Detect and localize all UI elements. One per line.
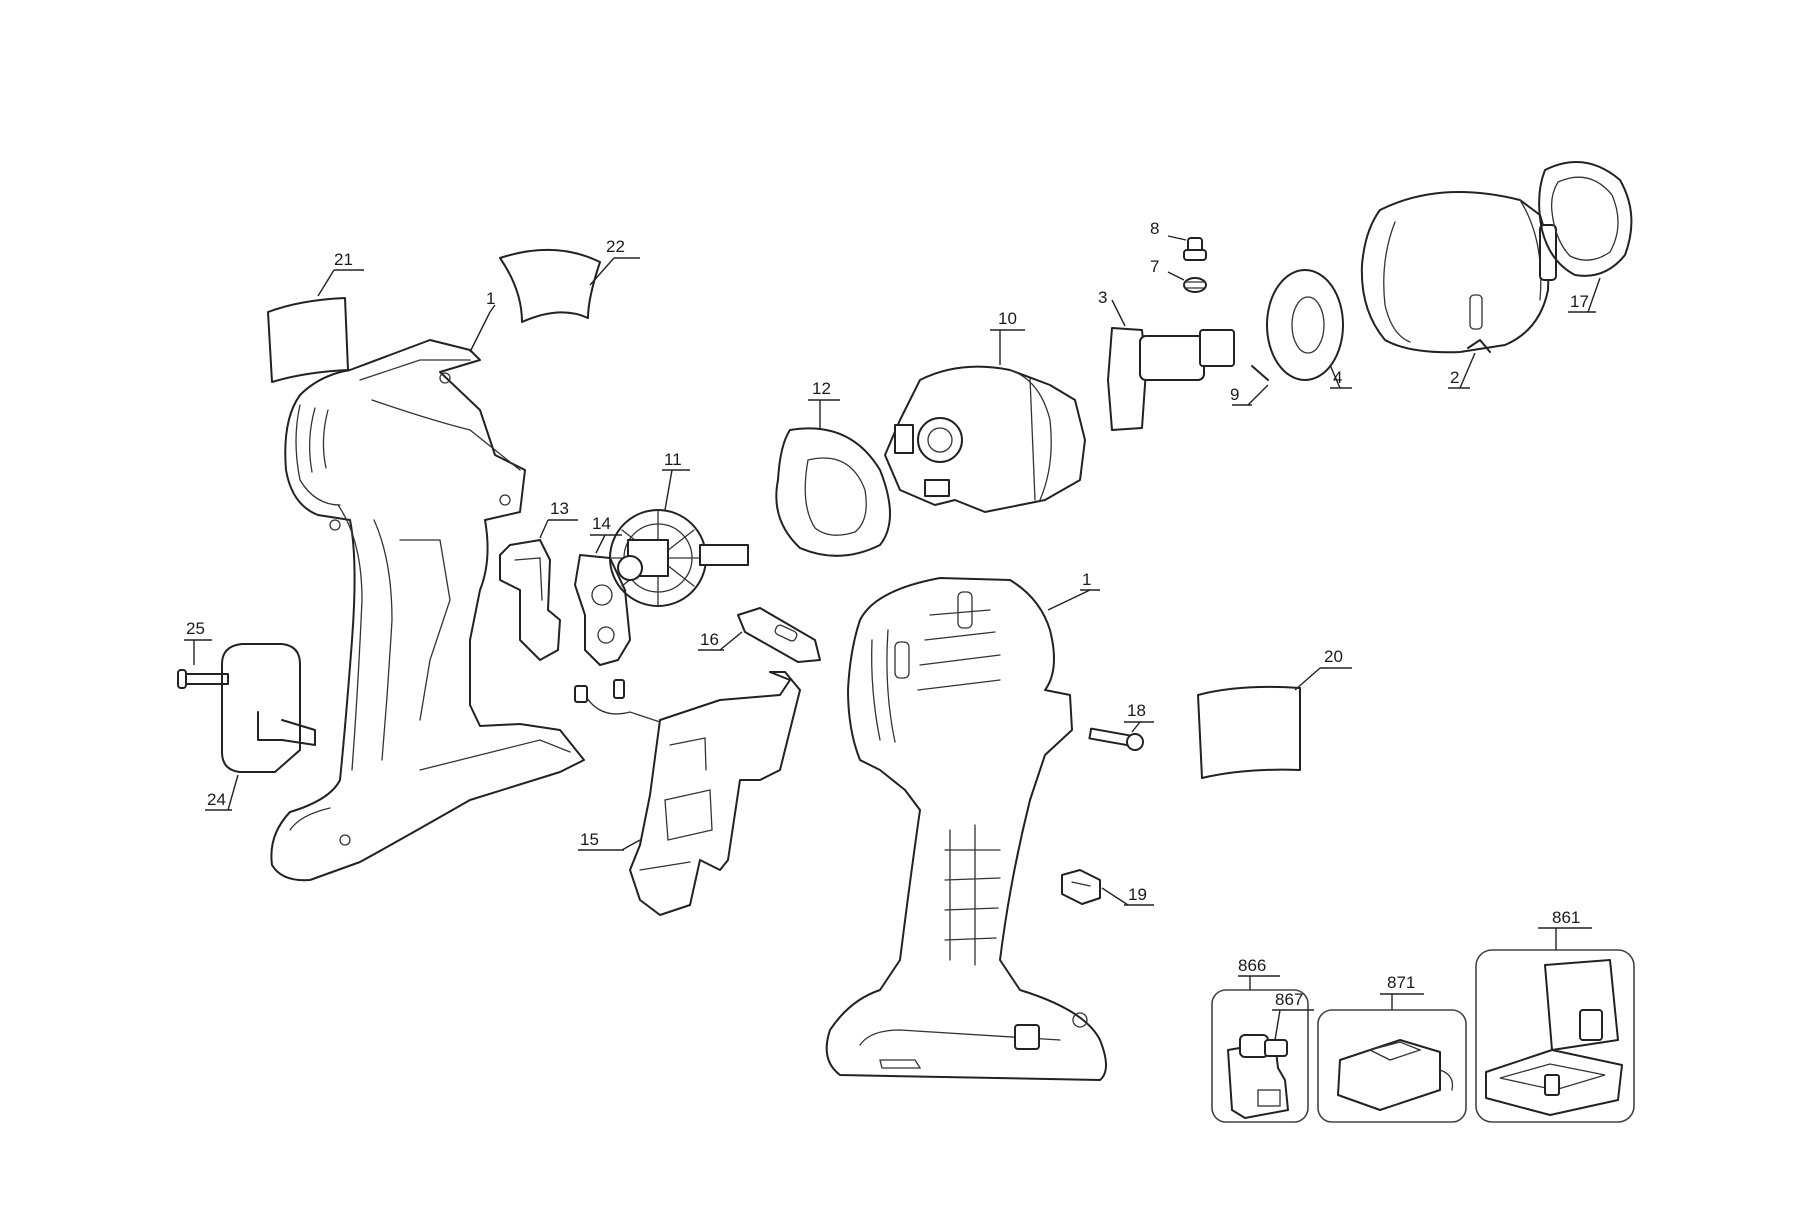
part-25-screw[interactable] [177,639,229,689]
label-867: 867 [1275,990,1303,1009]
part-11-armature[interactable] [609,469,749,607]
label-24: 24 [207,790,226,809]
label-1-right: 1 [1082,570,1091,589]
label-13: 13 [550,499,569,518]
part-19-terminal-block[interactable] [1061,869,1154,906]
part-13-brush-holder[interactable] [499,519,578,661]
label-19: 19 [1128,885,1147,904]
part-3-anvil[interactable] [1107,299,1235,431]
label-1-top: 1 [486,289,495,308]
label-21: 21 [334,250,353,269]
kit-867-battery-cap[interactable] [1264,1009,1314,1057]
label-17: 17 [1570,292,1589,311]
label-4: 4 [1333,368,1342,387]
label-20: 20 [1324,647,1343,666]
part-18-screw[interactable] [1088,721,1154,751]
label-18: 18 [1127,701,1146,720]
part-1-left-housing[interactable] [270,304,585,882]
label-10: 10 [998,309,1017,328]
label-9: 9 [1230,385,1239,404]
part-16-switch-link[interactable] [698,607,821,663]
label-8: 8 [1150,219,1159,238]
label-11: 11 [664,450,682,469]
part-1-right-housing[interactable] [825,577,1107,1081]
kit-861-carrying-case-box[interactable] [1475,927,1635,1123]
part-21-label-sheet[interactable] [267,269,364,383]
label-16: 16 [700,630,719,649]
label-22: 22 [606,237,625,256]
part-10-gear-housing[interactable] [884,329,1086,513]
label-15: 15 [580,830,599,849]
part-7-spring[interactable] [1167,271,1207,293]
part-20-label-sheet[interactable] [1197,667,1352,779]
part-2-nose-housing[interactable] [1360,191,1557,389]
label-14: 14 [592,514,611,533]
part-15-switch-assembly[interactable] [574,671,801,916]
label-866: 866 [1238,956,1266,975]
label-25: 25 [186,619,205,638]
label-12: 12 [812,379,831,398]
part-22-curved-label[interactable] [499,248,640,323]
part-9-small-pin[interactable] [1232,365,1269,406]
part-4-washer[interactable] [1266,269,1352,389]
label-2: 2 [1450,368,1459,387]
kit-871-charger-box[interactable] [1317,993,1467,1123]
label-871: 871 [1387,973,1415,992]
part-17-bumper-ring[interactable] [1538,161,1633,313]
part-8-pin[interactable] [1167,235,1207,261]
label-3: 3 [1098,288,1107,307]
label-7: 7 [1150,257,1159,276]
part-14-brush-plate[interactable] [574,534,631,666]
label-861: 861 [1552,908,1580,927]
part-24-belt-clip[interactable] [205,643,316,811]
part-12-magnet-ring[interactable] [775,399,891,557]
